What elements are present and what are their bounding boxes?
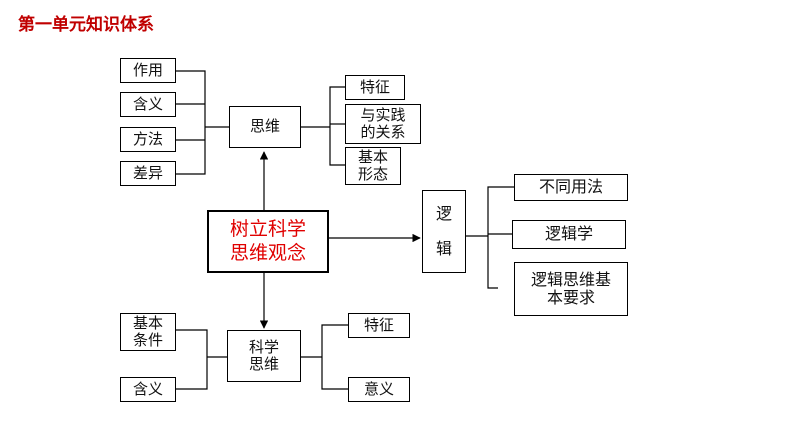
- cond-line1: 基本: [132, 313, 163, 332]
- science-line1: 科学: [248, 337, 279, 356]
- science-line2: 思维: [248, 355, 279, 373]
- logic-char1: 逻: [435, 204, 452, 224]
- science-feature: 特征: [348, 313, 410, 338]
- central-line2: 思维观念: [229, 241, 306, 264]
- thinking-left-item: 方法: [120, 127, 176, 152]
- thinking-practice-relation: 与实践 的关系: [345, 104, 421, 144]
- form-line1: 基本: [357, 147, 388, 166]
- practice-line2: 的关系: [360, 123, 406, 141]
- practice-line1: 与实践: [360, 105, 406, 124]
- thinking-basic-form: 基本 形态: [345, 147, 401, 185]
- science-thinking-node: 科学 思维: [227, 330, 301, 382]
- central-node: 树立科学 思维观念: [207, 210, 329, 273]
- logic-node: 逻 辑: [422, 190, 466, 273]
- logic-item-usage: 不同用法: [514, 174, 628, 201]
- science-significance: 意义: [348, 377, 410, 402]
- thinking-feature: 特征: [345, 75, 405, 100]
- form-line2: 形态: [357, 165, 388, 183]
- thinking-left-item: 差异: [120, 161, 176, 186]
- science-meaning: 含义: [120, 377, 176, 402]
- logic-item-logicology: 逻辑学: [512, 220, 626, 249]
- page-title: 第一单元知识体系: [18, 15, 154, 35]
- central-line1: 树立科学: [229, 217, 306, 240]
- req-line2: 本要求: [546, 288, 595, 307]
- req-line1: 逻辑思维基: [530, 269, 611, 289]
- cond-line2: 条件: [132, 331, 163, 349]
- logic-char2: 辑: [435, 238, 452, 258]
- thinking-left-item: 作用: [120, 58, 176, 83]
- science-basic-condition: 基本 条件: [120, 313, 176, 351]
- thinking-left-item: 含义: [120, 92, 176, 117]
- thinking-node: 思维: [229, 106, 301, 148]
- logic-item-requirements: 逻辑思维基 本要求: [514, 262, 628, 316]
